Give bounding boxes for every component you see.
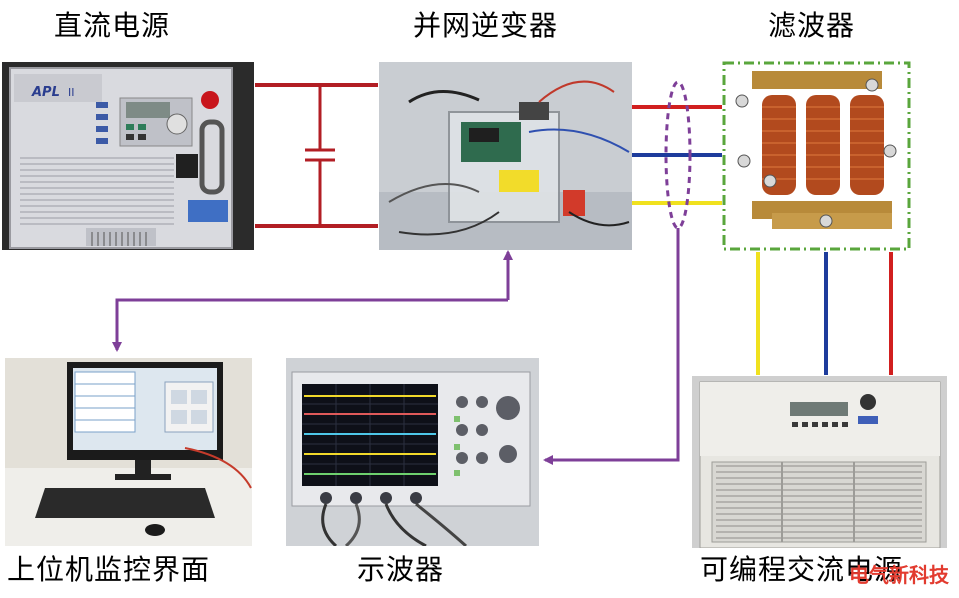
host-pc-photo <box>5 358 252 546</box>
filter-label: 滤波器 <box>768 9 856 42</box>
dc-bus <box>255 83 378 228</box>
ac-source-photo <box>692 376 947 548</box>
inverter-photo <box>379 62 632 250</box>
dc-source-label: 直流电源 <box>54 9 171 42</box>
probe-to-oscilloscope-arrow <box>543 228 680 465</box>
ac-source-label: 可编程交流电源 <box>700 553 904 586</box>
oscilloscope-photo <box>286 358 539 546</box>
brand-logo-suffix: II <box>68 86 75 99</box>
dc-capacitor-symbol <box>305 148 335 162</box>
filter-to-ac-source-lines <box>756 252 893 375</box>
oscilloscope-label: 示波器 <box>357 553 445 586</box>
inverter-label: 并网逆变器 <box>413 9 559 42</box>
filter-photo <box>722 61 911 251</box>
host-pc-link-arrow <box>112 298 508 352</box>
dc-source-photo: APL II <box>2 62 254 250</box>
brand-logo: APL <box>31 85 60 100</box>
watermark: 电气新科技 <box>849 563 949 587</box>
host-pc-label: 上位机监控界面 <box>7 553 211 586</box>
current-probe-ellipse <box>664 80 692 230</box>
inverter-to-filter-lines <box>632 105 722 205</box>
